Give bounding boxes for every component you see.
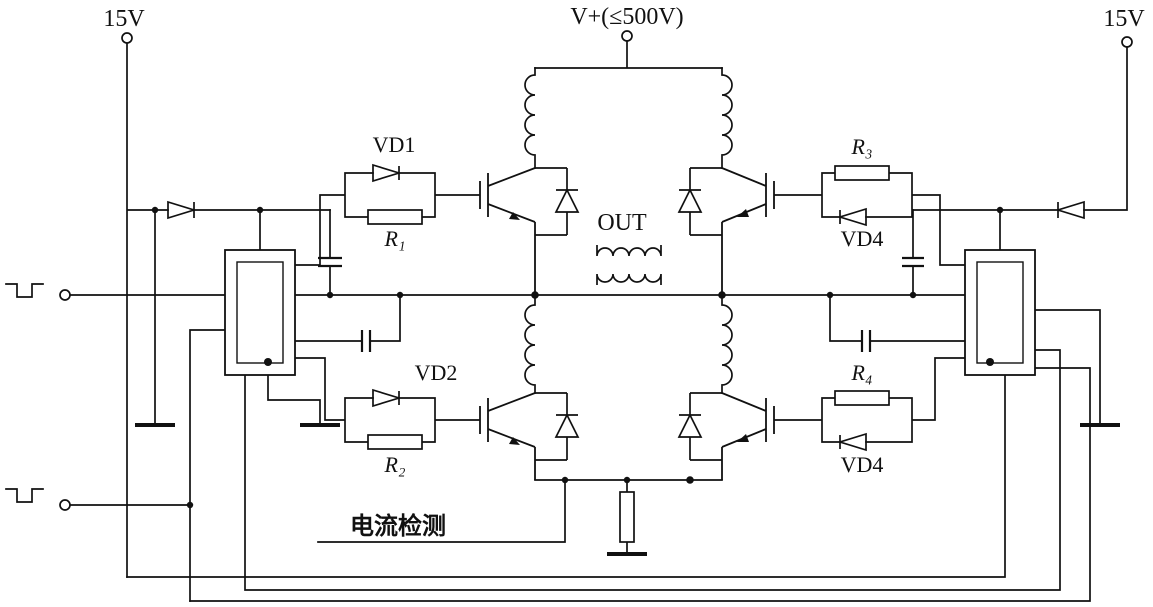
label-r4: R₄ (850, 360, 872, 385)
wire-bottom-bus3 (189, 367, 1091, 602)
wire-input-top (5, 283, 44, 298)
wire-ground-left2 (267, 374, 321, 424)
coil-lower-right (721, 294, 733, 394)
diode-vd2 (372, 388, 402, 408)
freewheel-diode-bottom-left (535, 392, 580, 461)
label-15v-left: 15V (103, 6, 145, 32)
emitter-arrow (509, 212, 520, 220)
junction-dots (151, 206, 1004, 509)
diode-vd4-bottom (837, 432, 867, 452)
driver-dot-left (264, 358, 272, 366)
resistor-r1 (367, 209, 423, 225)
wire-cap-right-horizontal (829, 294, 966, 342)
emitter-arrow (737, 209, 749, 217)
capacitor-right-horizontal (860, 330, 872, 352)
terminal-input-bottom (59, 499, 71, 511)
wire-ground-right (1034, 309, 1101, 424)
wire-input-bottom (5, 329, 226, 602)
label-out: OUT (597, 210, 647, 236)
label-vd4-bottom: VD4 (841, 452, 884, 477)
label-vd4-top: VD4 (841, 226, 884, 251)
diode-vd1 (372, 163, 402, 183)
label-vd2: VD2 (415, 360, 458, 385)
capacitor-right-vertical (902, 256, 924, 268)
resistor-r4 (834, 390, 890, 406)
gate-driver-left (224, 249, 296, 376)
label-r1: R₁ (383, 226, 405, 251)
resistor-current-sense (619, 491, 635, 543)
igbt-bottom-left (435, 392, 536, 480)
capacitor-left-vertical (318, 256, 342, 268)
freewheel-diode-bottom-right (677, 392, 722, 461)
wire-bottom-bus1 (126, 374, 1006, 578)
wire-15v-right (912, 46, 1128, 251)
label-vd1: VD1 (373, 132, 416, 157)
coil-upper-left (524, 67, 536, 169)
emitter-arrow (509, 437, 520, 445)
gate-driver-right (964, 249, 1036, 376)
wire-current-sense (317, 479, 566, 543)
igbt-top-left (435, 167, 536, 295)
diode-vd4-top (837, 207, 867, 227)
driver-dot-right (986, 358, 994, 366)
diode-supply-left (167, 200, 197, 220)
emitter-arrow (737, 434, 749, 442)
label-current-sense: 电流检测 (350, 512, 446, 540)
label-15v-right: 15V (1103, 6, 1145, 32)
resistor-r3 (834, 165, 890, 181)
label-r2: R₂ (383, 452, 405, 477)
output-transformer (596, 245, 662, 285)
wire-cap-left-horizontal (294, 294, 401, 342)
wiring (5, 40, 1128, 602)
terminal-input-top (59, 289, 71, 301)
label-bus-voltage: V+(≤500V) (570, 4, 683, 30)
wire-vplus-rail (534, 40, 723, 69)
resistor-r2 (367, 434, 423, 450)
wire-bottom-bus2 (244, 349, 1061, 591)
freewheel-diode-top-left (535, 167, 580, 236)
diode-supply-right (1055, 200, 1085, 220)
coil-lower-left (524, 294, 536, 394)
freewheel-diode-top-right (677, 167, 722, 236)
terminal-15v-left (121, 32, 133, 44)
igbt-top-right (721, 167, 822, 295)
terminal-vplus (621, 30, 633, 42)
label-r3: R₃ (850, 134, 872, 159)
terminal-15v-right (1121, 36, 1133, 48)
igbt-bottom-right (721, 392, 822, 480)
wire-gate-feed-top-right (821, 172, 966, 266)
capacitor-left-horizontal (360, 330, 372, 352)
coil-upper-right (721, 67, 733, 169)
